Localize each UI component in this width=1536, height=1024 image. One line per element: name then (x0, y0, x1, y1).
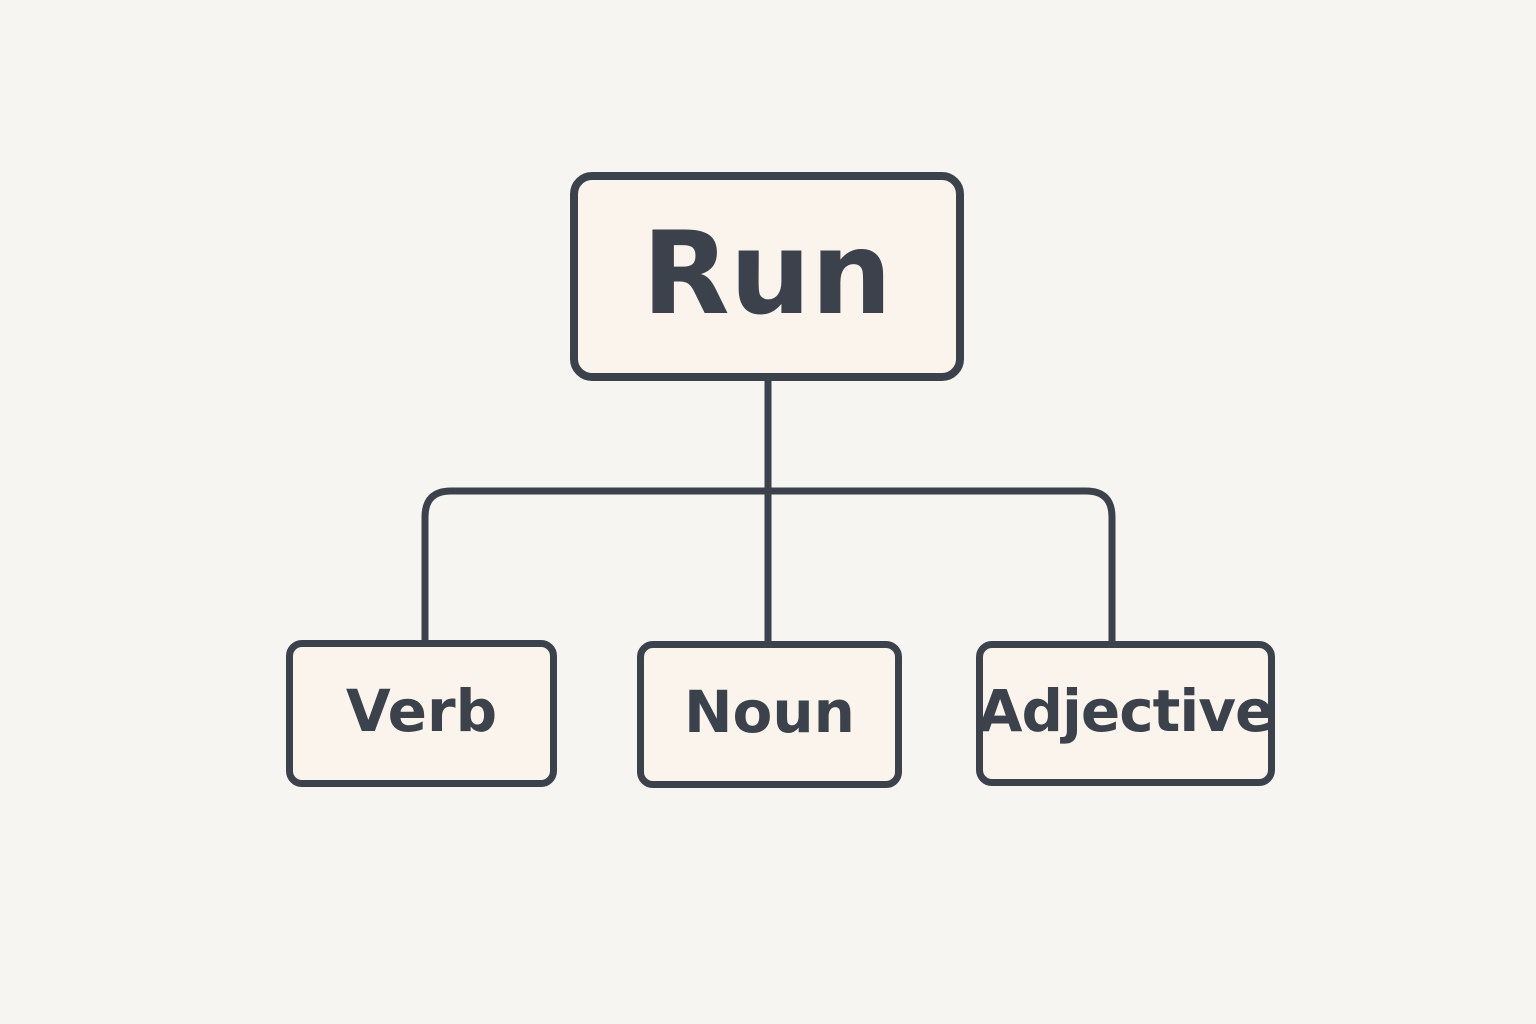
node-verb: Verb (286, 640, 557, 787)
node-verb-label: Verb (345, 676, 498, 745)
connector-bracket (421, 487, 1116, 644)
node-noun: Noun (637, 641, 902, 788)
node-adjective-label: Adjective (977, 676, 1275, 745)
node-run-label: Run (641, 206, 893, 340)
node-noun-label: Noun (684, 677, 855, 746)
node-run: Run (570, 172, 964, 381)
node-adjective: Adjective (976, 641, 1275, 786)
